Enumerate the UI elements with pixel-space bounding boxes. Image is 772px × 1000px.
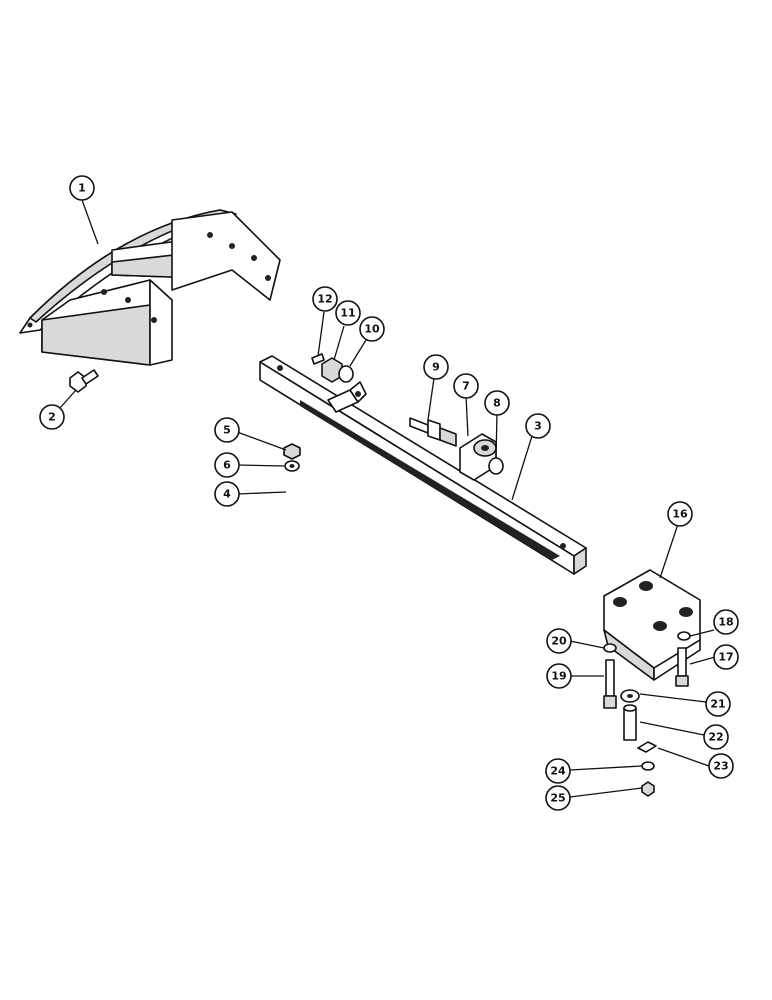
callout-5: 5 <box>214 417 240 443</box>
callout-2: 2 <box>39 404 65 430</box>
part-6-washer <box>284 460 300 472</box>
callout-19: 19 <box>546 663 572 689</box>
callout-8-label: 8 <box>493 397 501 410</box>
callout-8: 8 <box>484 390 510 416</box>
part-11-nut <box>321 357 343 383</box>
callout-17: 17 <box>713 644 739 670</box>
part-18-washer <box>677 631 691 641</box>
callout-4-label: 4 <box>223 488 231 501</box>
part-22-pin <box>623 704 637 741</box>
callout-16-label: 16 <box>672 508 688 521</box>
callout-1: 1 <box>69 175 95 201</box>
callout-23: 23 <box>708 753 734 779</box>
callout-4: 4 <box>214 481 240 507</box>
callout-12-label: 12 <box>317 293 332 306</box>
callout-6: 6 <box>214 452 240 478</box>
callout-17-label: 17 <box>718 651 733 664</box>
callout-22: 22 <box>703 724 729 750</box>
callout-11: 11 <box>335 300 361 326</box>
part-1-curved-guard <box>19 209 281 366</box>
part-8-snap-ring <box>488 457 504 475</box>
callout-22-label: 22 <box>708 731 723 744</box>
callout-25: 25 <box>545 785 571 811</box>
callout-7-label: 7 <box>462 380 470 393</box>
callout-18-label: 18 <box>718 616 733 629</box>
callout-16: 16 <box>667 501 693 527</box>
callout-10: 10 <box>359 316 385 342</box>
callout-2-label: 2 <box>48 411 56 424</box>
part-7-roller <box>459 433 497 481</box>
callout-25-label: 25 <box>550 792 565 805</box>
callout-3-label: 3 <box>534 420 542 433</box>
callout-21-label: 21 <box>710 698 725 711</box>
callout-7: 7 <box>453 373 479 399</box>
callout-3: 3 <box>525 413 551 439</box>
part-24-washer <box>641 761 655 771</box>
callout-11-label: 11 <box>340 307 355 320</box>
part-21-spacer <box>620 689 640 703</box>
leader-lines <box>59 199 716 798</box>
callout-5-label: 5 <box>223 424 231 437</box>
callout-24: 24 <box>545 758 571 784</box>
callout-6-label: 6 <box>223 459 231 472</box>
callout-20: 20 <box>546 628 572 654</box>
part-16-mounting-block <box>603 569 701 681</box>
callout-9: 9 <box>423 354 449 380</box>
callout-9-label: 9 <box>432 361 440 374</box>
part-23-plate <box>637 741 657 753</box>
callout-20-label: 20 <box>551 635 567 648</box>
part-4-u-bolt <box>288 460 322 506</box>
part-10-washer <box>338 365 354 383</box>
callout-18: 18 <box>713 609 739 635</box>
callout-23-label: 23 <box>713 760 728 773</box>
callout-1-label: 1 <box>78 182 86 195</box>
part-17-bolt <box>675 647 689 687</box>
part-3-bar <box>259 355 587 575</box>
part-2-bolt <box>69 369 99 393</box>
part-9-stud <box>409 417 457 447</box>
callout-24-label: 24 <box>550 765 566 778</box>
part-19-bolt <box>603 659 617 709</box>
part-20-washer <box>603 643 617 653</box>
callout-21: 21 <box>705 691 731 717</box>
callout-12: 12 <box>312 286 338 312</box>
part-5-nut <box>283 443 301 460</box>
callout-19-label: 19 <box>551 670 566 683</box>
callout-10-label: 10 <box>364 323 380 336</box>
part-25-nut <box>641 781 655 797</box>
